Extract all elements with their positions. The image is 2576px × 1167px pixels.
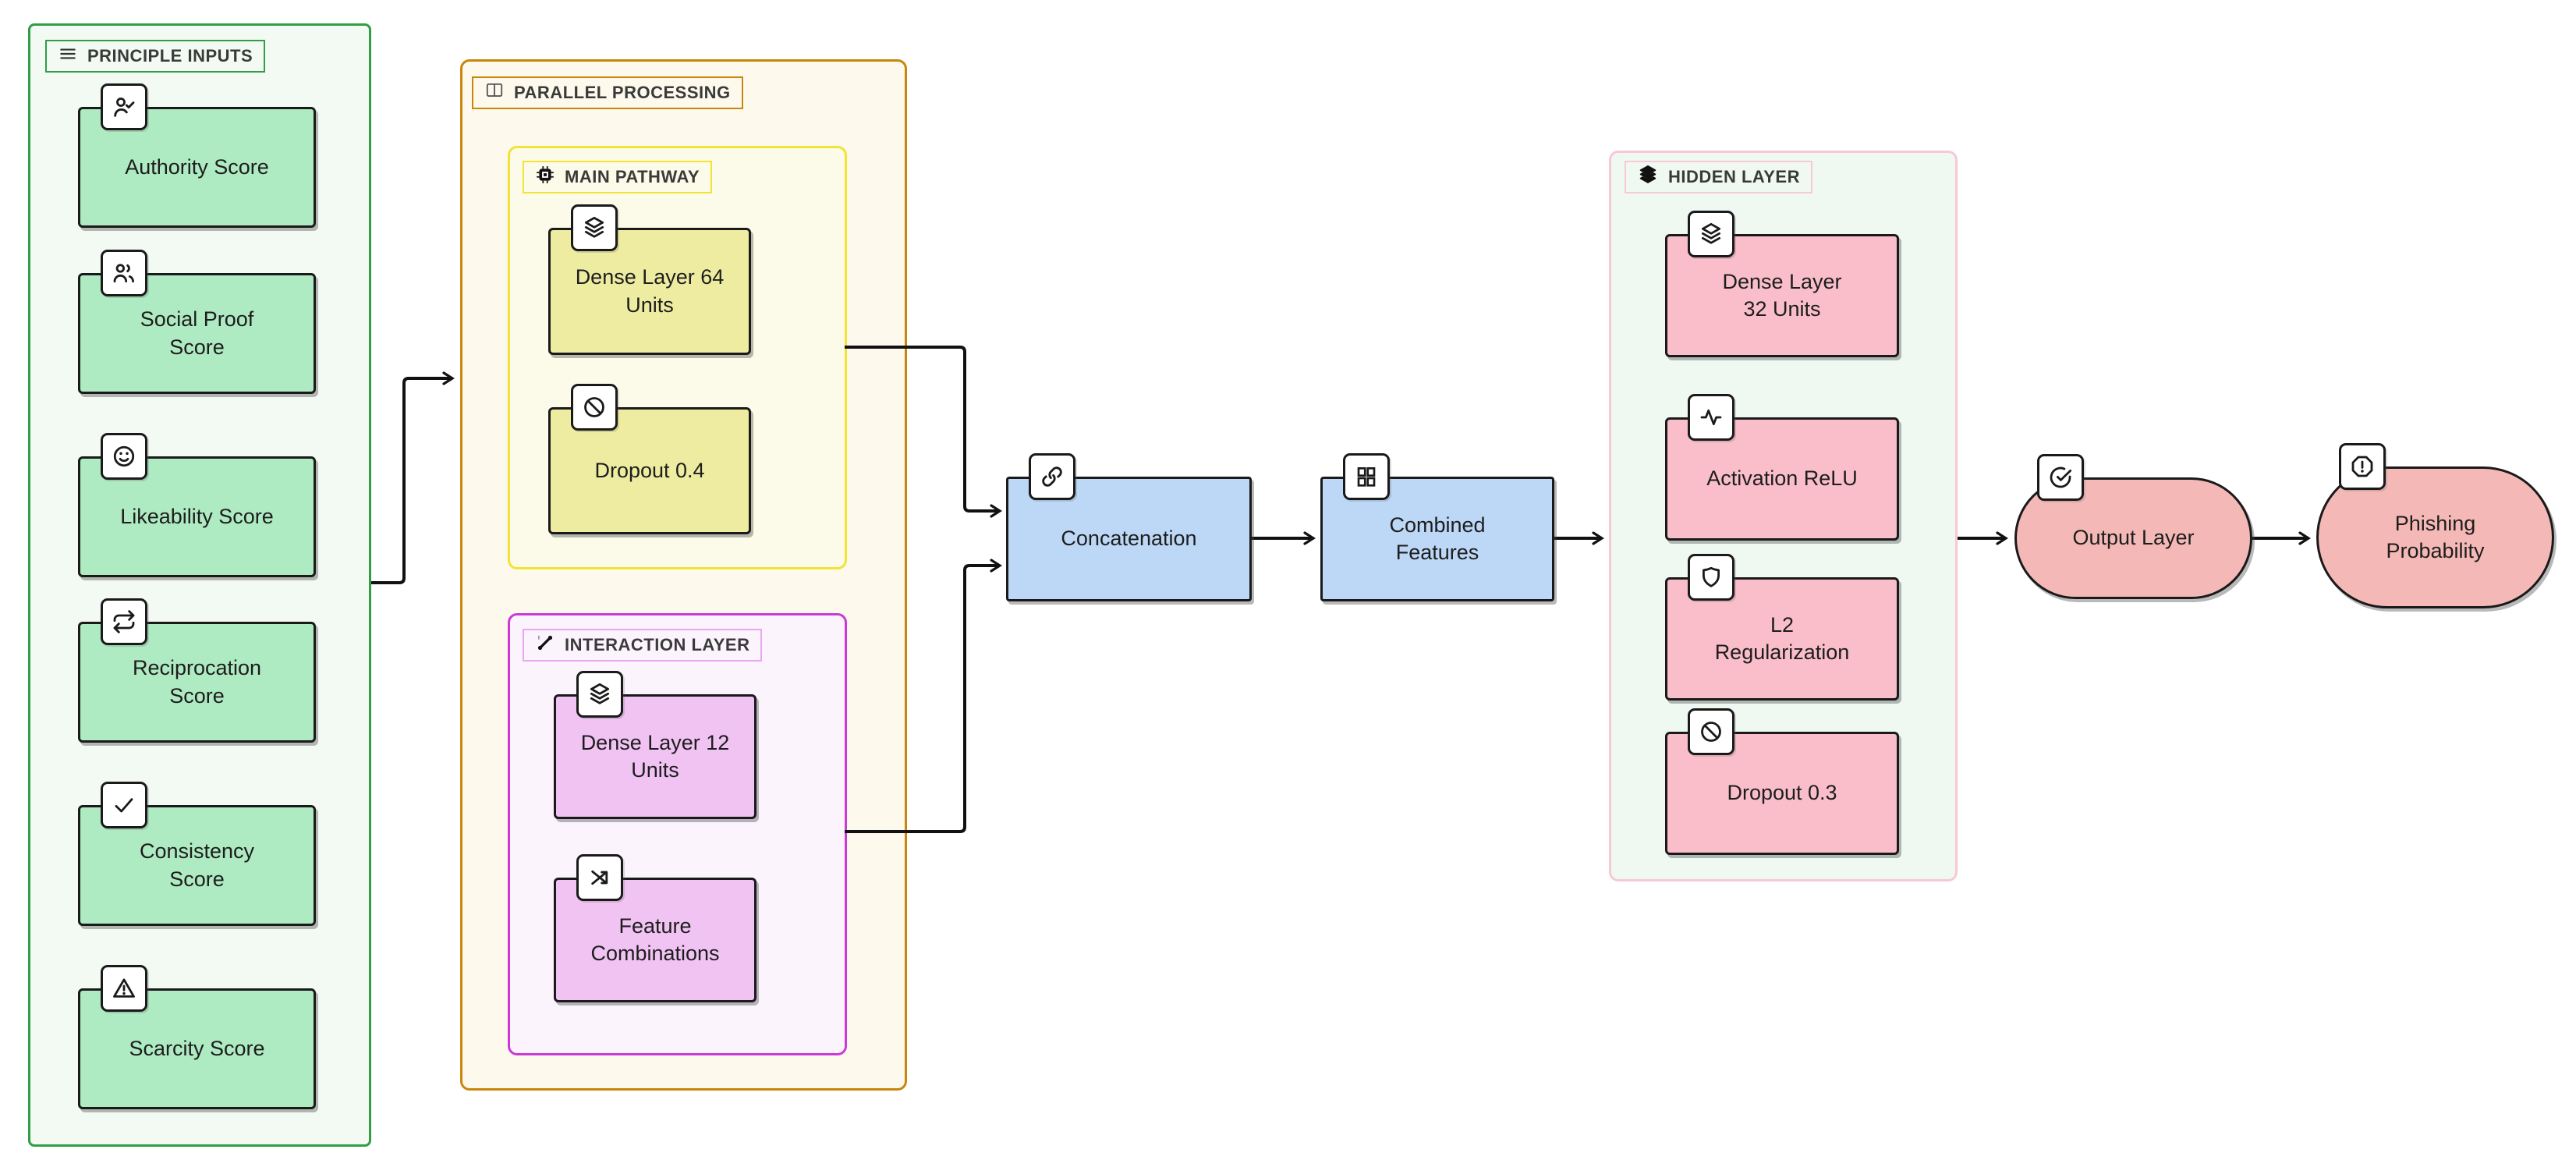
node-label: Consistency Score	[139, 839, 255, 891]
activity-icon	[1688, 394, 1734, 441]
node-label: Combined Features	[1389, 513, 1486, 564]
node-social-proof-score: Social Proof Score	[78, 250, 316, 394]
repeat-icon	[101, 598, 147, 645]
node-dense-layer-32: Dense Layer 32 Units	[1665, 211, 1899, 357]
smile-icon	[101, 433, 147, 480]
node-dropout-04: Dropout 0.4	[548, 384, 751, 534]
circle-check-icon	[2037, 454, 2084, 501]
node-label: Dense Layer 32 Units	[1722, 269, 1842, 321]
connector-inputs-to-parallel	[371, 371, 455, 584]
node-label: Dense Layer 64 Units	[575, 265, 725, 317]
layers-icon	[576, 671, 623, 718]
node-output-layer: Output Layer	[2014, 454, 2252, 599]
connector-interaction-to-concatenation	[845, 559, 1002, 833]
node-label: Dropout 0.3	[1727, 781, 1837, 805]
node-label: Concatenation	[1061, 527, 1197, 551]
chip-icon	[535, 165, 555, 190]
group-label-interaction-layer: INTERACTION LAYER	[523, 629, 763, 662]
node-consistency-score: Consistency Score	[78, 782, 316, 926]
layers-icon	[571, 204, 618, 251]
node-authority-score: Authority Score	[78, 83, 316, 228]
node-label: Social Proof Score	[140, 307, 254, 359]
node-activation-relu: Activation ReLU	[1665, 394, 1899, 541]
node-label: Likeability Score	[120, 504, 274, 528]
node-dense-layer-12: Dense Layer 12 Units	[554, 671, 757, 819]
check-icon	[101, 782, 147, 828]
node-label: L2 Regularization	[1714, 612, 1850, 664]
node-label: Activation ReLU	[1706, 466, 1858, 491]
ban-icon	[571, 384, 618, 431]
grid-icon	[1343, 453, 1390, 500]
list-icon	[58, 44, 78, 69]
node-label: Authority Score	[125, 154, 269, 179]
node-label: Feature Combinations	[590, 913, 720, 965]
node-reciprocation-score: Reciprocation Score	[78, 598, 316, 743]
group-label-principle-inputs: PRINCIPLE INPUTS	[45, 40, 266, 73]
group-label-hidden-layer: HIDDEN LAYER	[1625, 161, 1812, 193]
route-icon	[535, 633, 555, 658]
node-scarcity-score: Scarcity Score	[78, 965, 316, 1109]
node-label: Output Layer	[2072, 526, 2195, 550]
alert-octagon-icon	[2339, 443, 2386, 490]
node-label: Phishing Probability	[2386, 511, 2485, 562]
user-check-icon	[101, 83, 147, 130]
shield-icon	[1688, 554, 1734, 601]
columns-icon	[484, 80, 505, 105]
shuffle-icon	[576, 854, 623, 901]
layers-filled-icon	[1637, 164, 1659, 190]
link-icon	[1029, 453, 1075, 500]
alert-triangle-icon	[101, 965, 147, 1012]
node-phishing-probability: Phishing Probability	[2316, 443, 2554, 608]
node-feature-combinations: Feature Combinations	[554, 854, 757, 1002]
node-concatenation: Concatenation	[1006, 453, 1252, 601]
group-label-text: PRINCIPLE INPUTS	[87, 46, 253, 66]
node-l2-regularization: L2 Regularization	[1665, 554, 1899, 701]
node-likeability-score: Likeability Score	[78, 433, 316, 577]
group-label-main-pathway: MAIN PATHWAY	[523, 161, 713, 193]
ban-icon	[1688, 708, 1734, 755]
node-dropout-03: Dropout 0.3	[1665, 708, 1899, 855]
layers-icon	[1688, 211, 1734, 257]
node-label: Reciprocation Score	[132, 656, 262, 708]
group-label-text: INTERACTION LAYER	[565, 635, 750, 654]
group-label-parallel-processing: PARALLEL PROCESSING	[472, 76, 743, 109]
group-label-text: HIDDEN LAYER	[1668, 167, 1800, 186]
node-label: Dropout 0.4	[594, 458, 705, 482]
node-dense-layer-64: Dense Layer 64 Units	[548, 204, 751, 355]
node-label: Dense Layer 12 Units	[580, 730, 730, 782]
connector-mainpathway-to-concatenation	[845, 346, 1002, 518]
group-label-text: PARALLEL PROCESSING	[514, 83, 731, 102]
group-label-text: MAIN PATHWAY	[565, 167, 700, 186]
node-combined-features: Combined Features	[1320, 453, 1554, 601]
node-label: Scarcity Score	[129, 1036, 265, 1060]
users-icon	[101, 250, 147, 296]
